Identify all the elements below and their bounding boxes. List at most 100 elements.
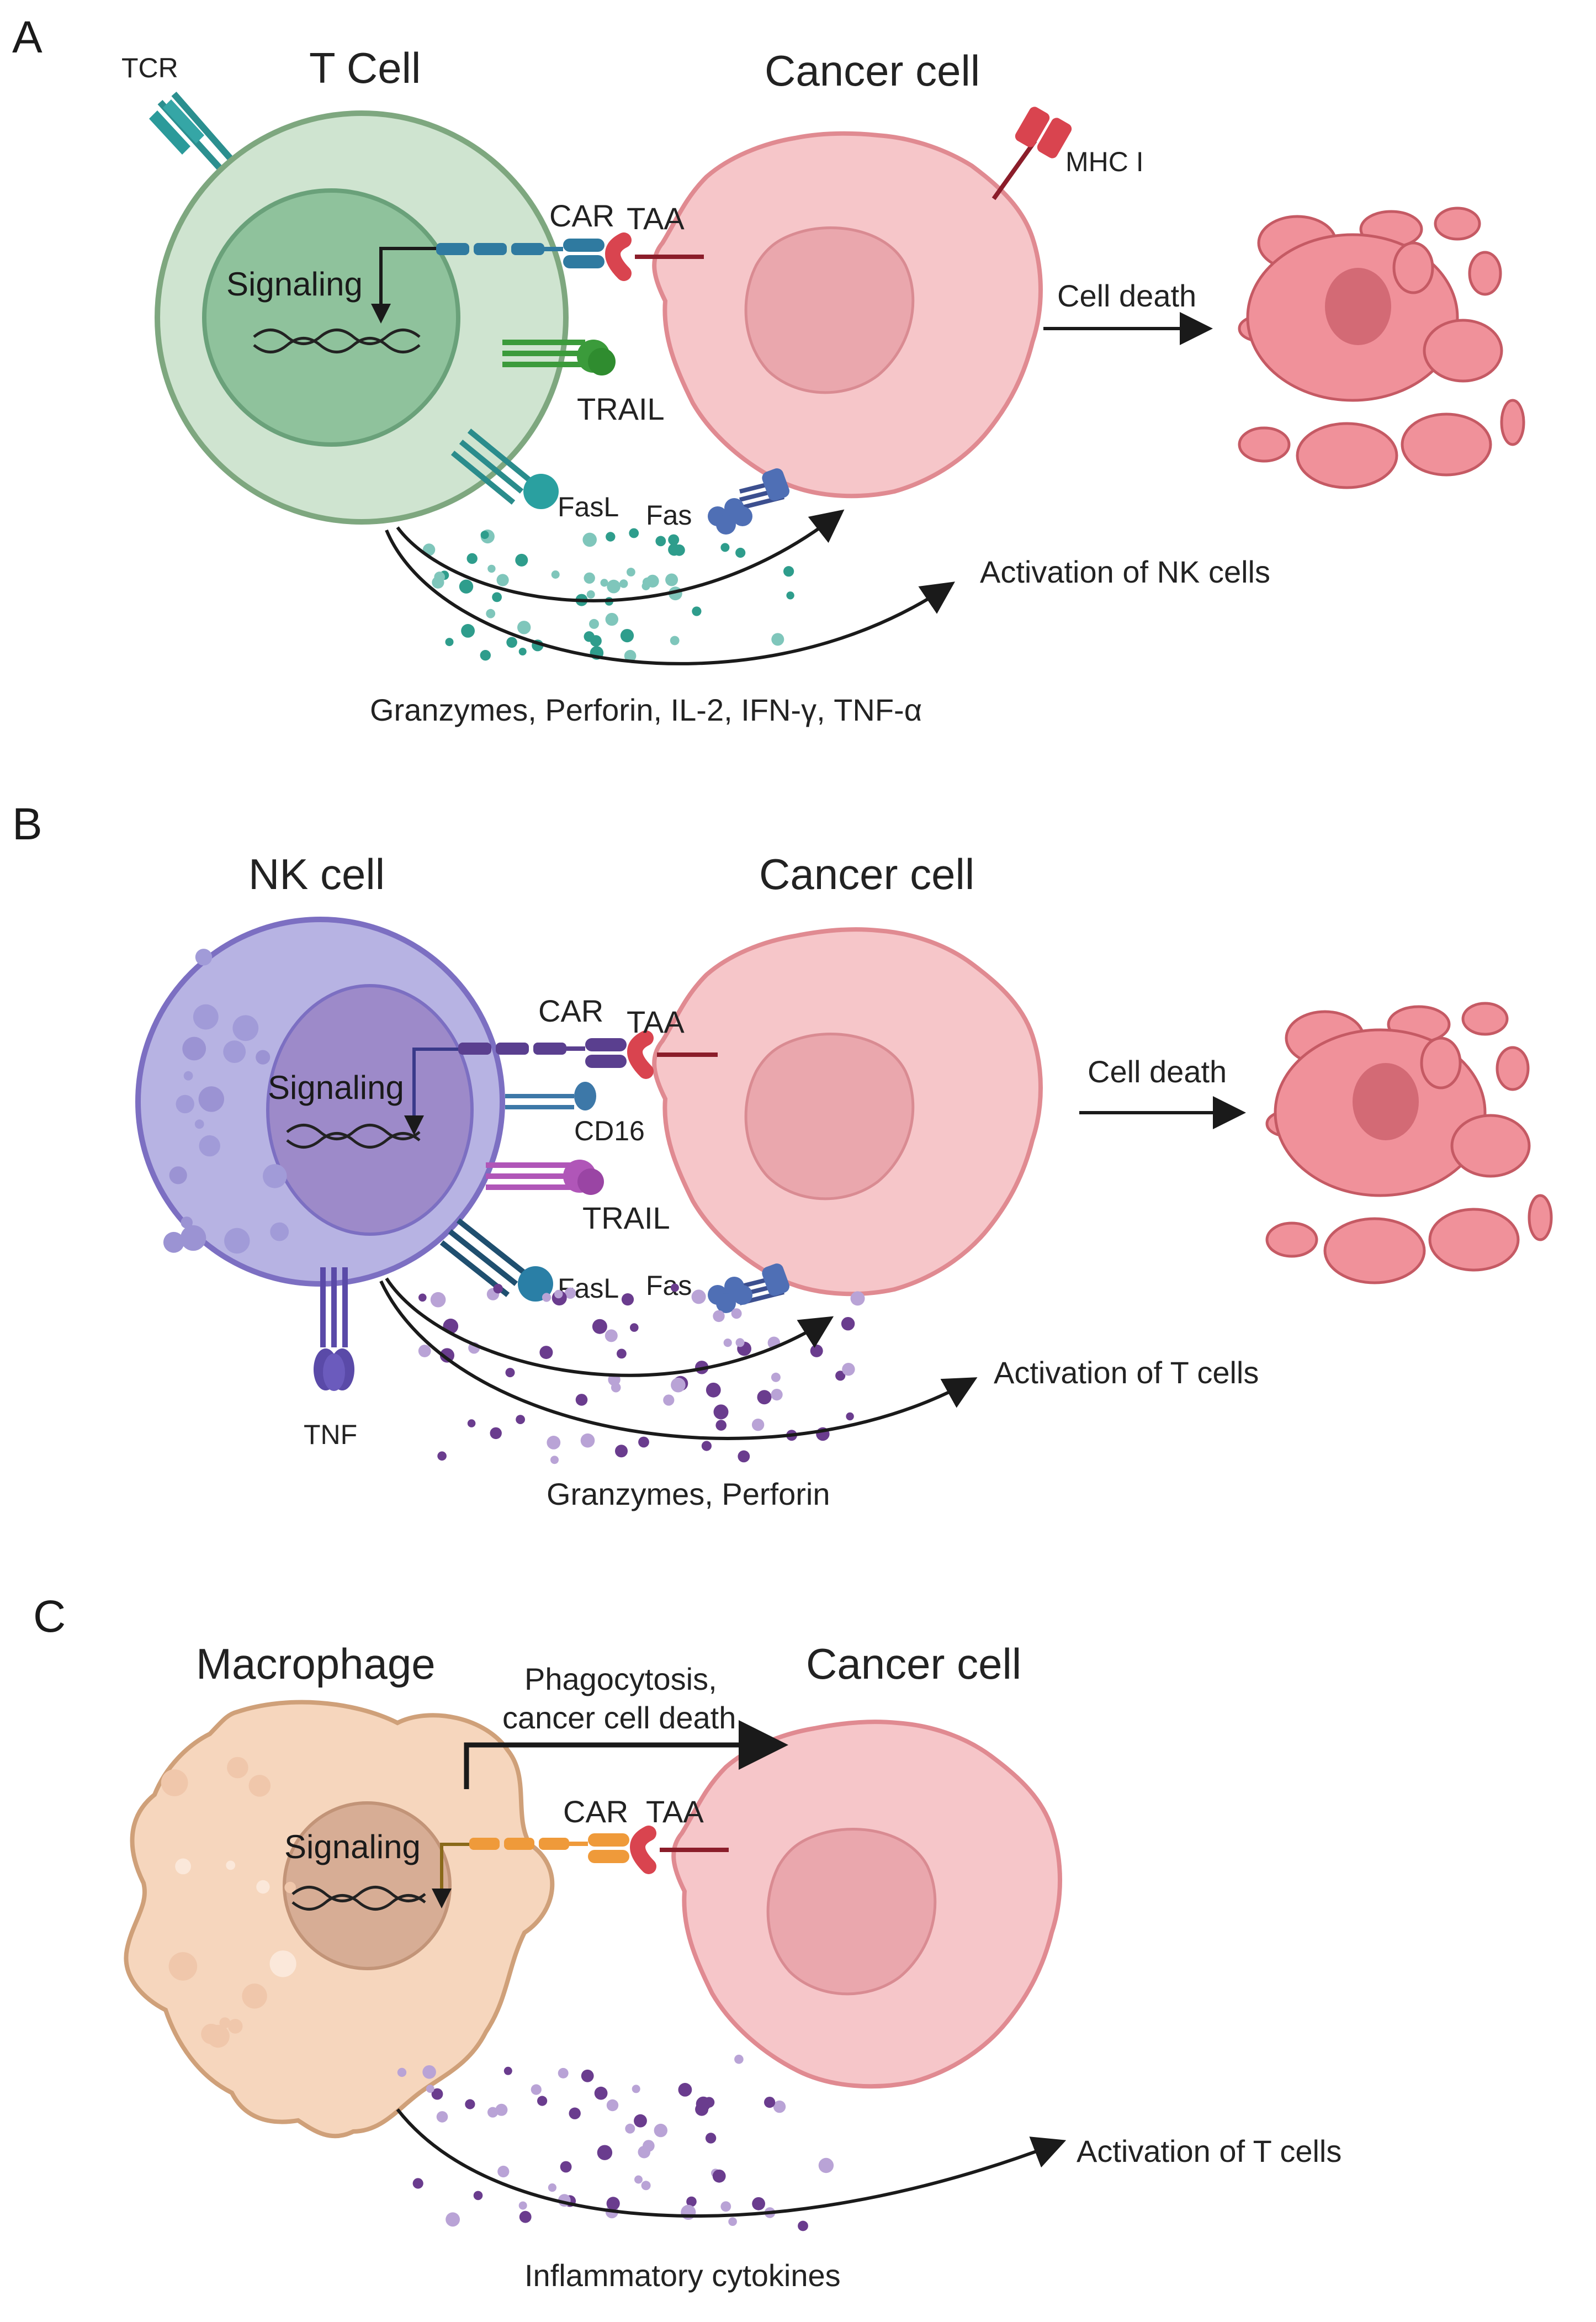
car-receptor-macrophage xyxy=(469,1833,629,1863)
nk-granule xyxy=(181,1216,193,1229)
granule-dot xyxy=(516,1415,525,1425)
cytokine-dot xyxy=(818,2157,834,2173)
cytokine-dot xyxy=(798,2220,808,2231)
vesicle xyxy=(248,1775,271,1797)
granule-dot xyxy=(505,1368,515,1378)
trail-label-a: TRAIL xyxy=(577,392,665,426)
granule-dot xyxy=(582,532,597,547)
granule-dot xyxy=(810,1344,823,1357)
granule-dot xyxy=(575,1394,588,1406)
vesicle xyxy=(161,1769,188,1796)
cytokine-dot xyxy=(412,2178,423,2189)
car-receptor-nk xyxy=(458,1038,627,1068)
granule-dot xyxy=(605,1329,618,1342)
cancer-cell-title-c: Cancer cell xyxy=(806,1639,1021,1688)
cytokine-dot xyxy=(597,2145,613,2160)
cytokine-dot xyxy=(594,2086,608,2100)
car-label-a: CAR xyxy=(549,198,614,233)
granule-dot xyxy=(461,624,475,638)
cytokine-dot xyxy=(581,2069,594,2082)
activation-t-label-b: Activation of T cells xyxy=(994,1355,1259,1390)
dna-icon-c xyxy=(291,1886,426,1902)
cell-fragment xyxy=(1428,1208,1520,1272)
granule-dot xyxy=(630,1323,639,1332)
cytokine-dot xyxy=(422,2065,436,2079)
arrow-to-cancer-b xyxy=(385,1277,834,1377)
granule-dot xyxy=(771,633,784,646)
granule-dot xyxy=(691,1289,706,1304)
phagocytosis-arrow xyxy=(464,1720,788,1789)
granule-dot xyxy=(715,1420,727,1431)
mhc-i-molecule xyxy=(991,107,1072,200)
granule-dot xyxy=(738,1450,750,1463)
t-cell-title: T Cell xyxy=(309,44,421,92)
nk-granule xyxy=(193,1004,219,1030)
granule-dot xyxy=(621,1293,634,1306)
granule-dot xyxy=(617,1348,627,1359)
granule-dot xyxy=(580,1433,595,1448)
dna-icon xyxy=(253,329,421,345)
cytokine-dot xyxy=(497,2165,510,2178)
trail-receptor-b xyxy=(486,1160,604,1195)
granule-dot xyxy=(606,532,616,542)
cytokine-dot xyxy=(397,2067,407,2077)
cytokine-dot xyxy=(465,2099,475,2109)
signaling-label-c: Signaling xyxy=(284,1828,421,1865)
cytokine-dot xyxy=(773,2100,786,2113)
nk-granule xyxy=(182,1036,206,1061)
phagocytosis-label-1: Phagocytosis, xyxy=(524,1662,717,1696)
granule-dot xyxy=(786,591,794,600)
cytokine-dot xyxy=(705,2133,717,2144)
cytokine-dot xyxy=(473,2191,483,2201)
cell-death-label-b: Cell death xyxy=(1088,1054,1227,1089)
cd16-label: CD16 xyxy=(574,1115,645,1146)
nk-granule xyxy=(224,1228,250,1254)
fasl-label-a: FasL xyxy=(558,491,619,522)
fasl-label-b: FasL xyxy=(558,1273,619,1304)
granule-dot xyxy=(467,1419,476,1427)
granule-dot xyxy=(624,649,637,662)
vesicle xyxy=(226,1860,236,1870)
granule-dot xyxy=(551,570,560,579)
granule-dot xyxy=(641,582,650,590)
cytokine-dot xyxy=(638,2145,651,2159)
granule-dot xyxy=(713,1404,729,1420)
granule-dot xyxy=(706,1382,721,1398)
car-label-b: CAR xyxy=(538,993,603,1028)
granule-dot xyxy=(542,1293,552,1302)
granule-dot xyxy=(564,1287,576,1299)
granule-dot xyxy=(518,648,527,655)
granule-dot xyxy=(757,1390,772,1405)
granule-dot xyxy=(665,573,678,586)
activation-nk-label: Activation of NK cells xyxy=(980,554,1270,589)
cell-fragment xyxy=(1401,412,1492,477)
granule-dot xyxy=(671,1377,686,1393)
granule-dot xyxy=(720,543,730,552)
cell-fragment xyxy=(1500,399,1525,446)
tnf-label: TNF xyxy=(304,1419,357,1450)
granule-dot xyxy=(835,1371,846,1381)
cytokine-dot xyxy=(436,2111,448,2123)
cell-fragment xyxy=(1461,1002,1509,1036)
secreted-label-b: Granzymes, Perforin xyxy=(547,1477,830,1511)
granule-dot xyxy=(600,579,608,587)
granule-dot xyxy=(493,1284,503,1294)
cytokine-dot xyxy=(495,2103,508,2116)
signaling-label-a: Signaling xyxy=(226,266,363,303)
dead-cancer-cell-b xyxy=(1265,1002,1553,1284)
cytokine-dot xyxy=(518,2201,527,2210)
cell-fragment xyxy=(1420,1036,1462,1089)
granule-dot xyxy=(627,568,635,576)
dna-icon-b xyxy=(286,1124,421,1140)
granule-dot xyxy=(445,638,454,647)
vesicle xyxy=(175,1858,191,1875)
cytokine-dot xyxy=(641,2181,651,2191)
cytokine-dot xyxy=(764,2097,776,2108)
macrophage-nucleus xyxy=(283,1801,452,1970)
cell-fragment xyxy=(1423,319,1503,383)
nk-granule xyxy=(270,1222,289,1241)
granule-dot xyxy=(668,534,680,546)
dead-cancer-cell-a xyxy=(1238,207,1525,489)
cytokine-dot xyxy=(752,2197,765,2210)
nk-granule xyxy=(232,1015,259,1041)
